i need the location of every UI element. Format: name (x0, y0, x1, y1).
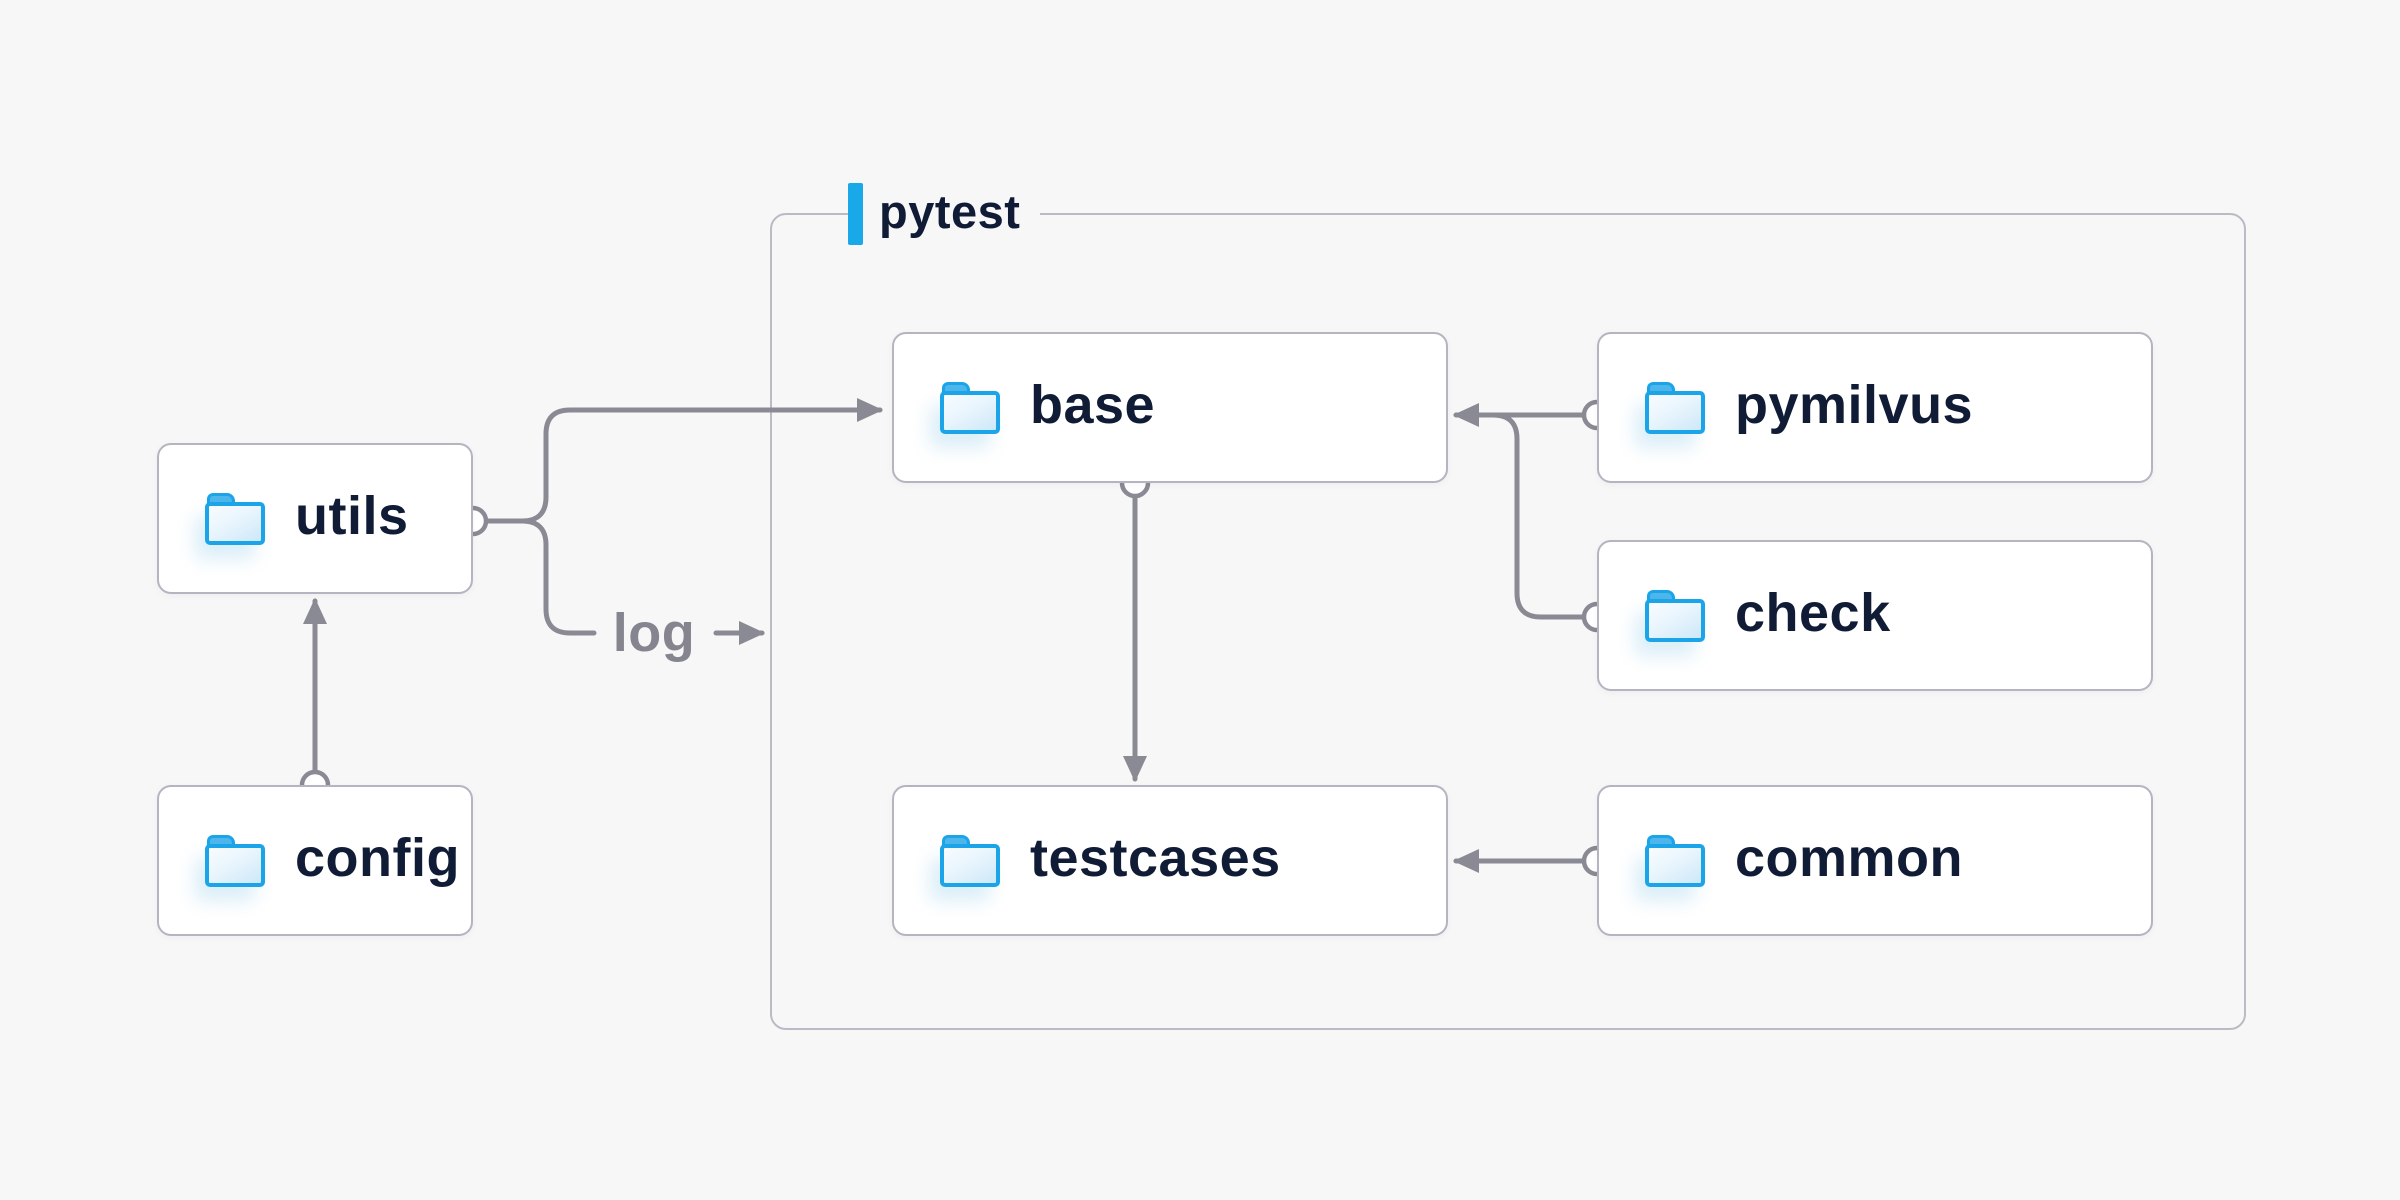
node-label: config (295, 827, 460, 888)
node-pymilvus[interactable]: pymilvus (1597, 332, 2153, 483)
folder-icon (205, 492, 265, 545)
folder-icon (1645, 381, 1705, 434)
folder-icon (1645, 834, 1705, 887)
node-testcases[interactable]: testcases (892, 785, 1448, 936)
folder-icon (205, 834, 265, 887)
node-common[interactable]: common (1597, 785, 2153, 936)
edge-utils-log (484, 518, 597, 636)
node-base[interactable]: base (892, 332, 1448, 483)
node-utils[interactable]: utils (157, 443, 473, 594)
node-label: testcases (1030, 827, 1281, 888)
pytest-group-title: pytest (848, 182, 1041, 246)
log-edge-label: log (612, 603, 696, 663)
folder-icon (940, 834, 1000, 887)
node-check[interactable]: check (1597, 540, 2153, 691)
folder-icon (1645, 589, 1705, 642)
group-title-label: pytest (879, 184, 1021, 238)
node-config[interactable]: config (157, 785, 473, 936)
node-label: utils (295, 485, 409, 546)
node-label: pymilvus (1735, 374, 1974, 435)
accent-bar-icon (848, 183, 863, 245)
node-label: common (1735, 827, 1964, 888)
node-label: check (1735, 582, 1891, 643)
folder-icon (940, 381, 1000, 434)
node-label: base (1030, 374, 1156, 435)
pytest-group-container (770, 213, 2246, 1030)
